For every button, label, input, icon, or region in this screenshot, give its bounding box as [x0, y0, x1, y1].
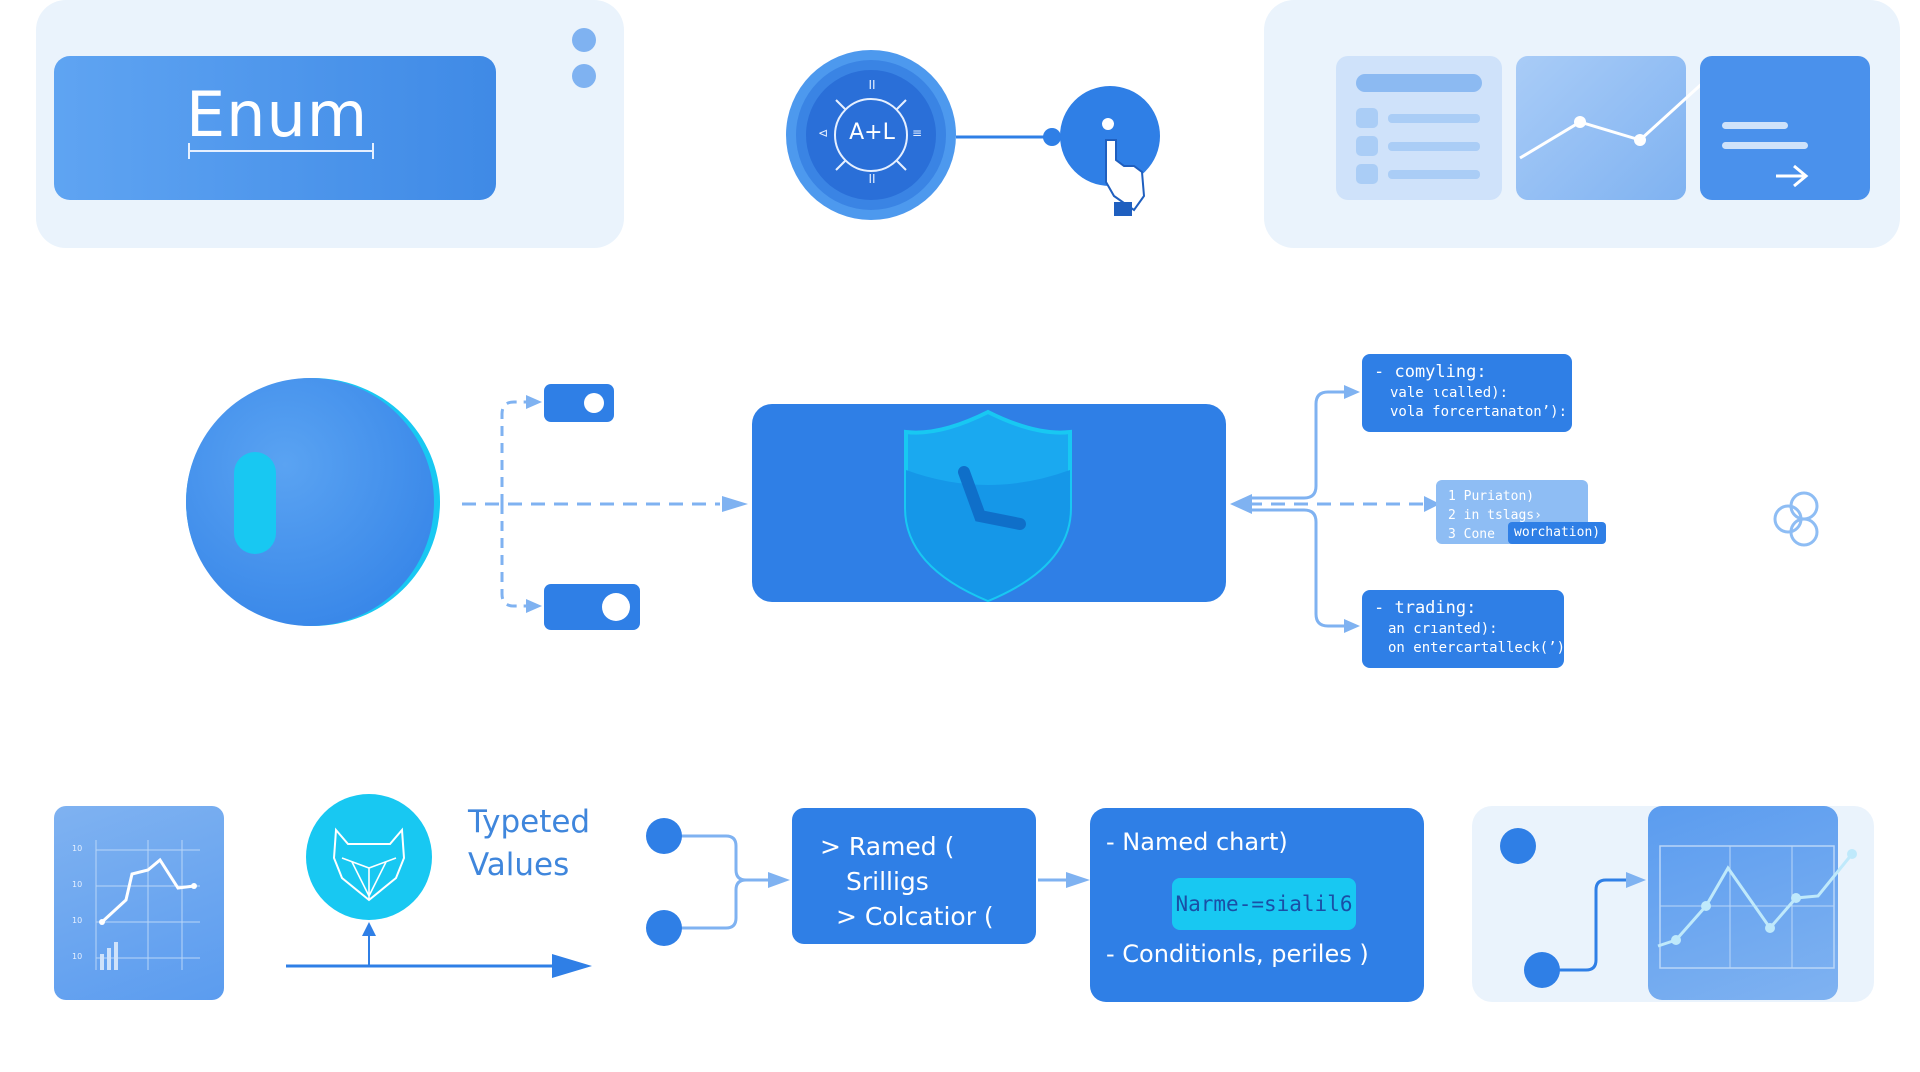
list-tile-header: [1356, 74, 1482, 92]
bottom-right-node-1[interactable]: [1500, 828, 1536, 864]
mini-chart-tick-1: 10: [72, 844, 83, 853]
input-node-2[interactable]: [646, 910, 682, 946]
mini-chart-tick-3: 10: [72, 916, 83, 925]
code-box-compiling-line3: vola forcertanaton’):: [1390, 404, 1568, 420]
trend-tile[interactable]: [1516, 56, 1686, 200]
enum-card[interactable]: [54, 56, 496, 200]
list-tile-row-3-bar: [1388, 170, 1480, 179]
mini-chart-tick-4: 10: [72, 952, 83, 961]
code-box-compiling[interactable]: [1362, 354, 1572, 432]
input-node-1[interactable]: [646, 818, 682, 854]
code-box-trading-line1: - trading:: [1374, 598, 1477, 618]
enum-dot-2[interactable]: [572, 64, 596, 88]
toggle-orb-slot: [234, 452, 276, 554]
arrow-tile-bar-1: [1722, 122, 1788, 129]
list-tile-row-1-bar: [1388, 114, 1480, 123]
list-tile-row-2-bar: [1388, 142, 1480, 151]
ramed-box-line2: Srilligs: [846, 867, 929, 896]
enum-underline-tick-left: [188, 143, 190, 159]
al-badge-left-text: ⊲: [818, 126, 829, 140]
al-badge-center-text: A+L: [849, 120, 895, 145]
bottom-right-chart-tile[interactable]: [1648, 806, 1838, 1000]
code-box-list-line3: 3 Cone: [1448, 527, 1495, 542]
bottom-right-node-2[interactable]: [1524, 952, 1560, 988]
pointer-button[interactable]: [1060, 86, 1160, 186]
list-tile-row-1: [1356, 108, 1378, 128]
named-chart-box-line1: - Named chart): [1106, 828, 1288, 856]
enum-underline-tick-right: [372, 143, 374, 159]
ramed-box-line3: > Colcatior (: [836, 902, 994, 931]
list-tile-row-3: [1356, 164, 1378, 184]
al-badge-bottom-text: II: [868, 172, 876, 186]
code-box-list-line2: 2 in tslags›: [1448, 508, 1542, 523]
code-box-list-line1: 1 Puriaton): [1448, 489, 1535, 504]
code-box-compiling-line2: vale ιcalled):: [1390, 385, 1509, 401]
toggle-orb-face: [186, 378, 434, 626]
code-box-trading-line2: an crıanted):: [1388, 621, 1498, 637]
fox-badge[interactable]: [306, 794, 432, 920]
arrow-tile-bar-2: [1722, 142, 1808, 149]
code-box-trading[interactable]: [1362, 590, 1564, 668]
typed-values-label-line2: Values: [468, 847, 570, 883]
code-box-list-tag[interactable]: worchation): [1508, 522, 1607, 544]
switch-bottom-knob: [602, 593, 630, 621]
mini-chart-card[interactable]: [54, 806, 224, 1000]
list-tile-row-2: [1356, 136, 1378, 156]
named-chart-box-line3: - Conditionls, periles ): [1106, 940, 1369, 968]
enum-title: Enum: [186, 78, 369, 151]
typed-values-label-line1: Typeted: [468, 804, 591, 840]
named-chart-pill[interactable]: Narme-=sialil6: [1172, 878, 1356, 930]
al-badge-top-text: II: [868, 78, 876, 92]
switch-top-knob: [584, 393, 604, 413]
enum-dot-1[interactable]: [572, 28, 596, 52]
al-badge-right-text: ≡: [912, 126, 923, 140]
enum-underline: [188, 150, 374, 152]
ramed-box-line1: > Ramed (: [820, 832, 955, 861]
code-box-compiling-line1: - comyling:: [1374, 362, 1487, 382]
shield-card[interactable]: [752, 404, 1226, 602]
ramed-box[interactable]: [792, 808, 1036, 944]
mini-chart-tick-2: 10: [72, 880, 83, 889]
code-box-trading-line3: on entercartalleck(’):: [1388, 640, 1574, 656]
